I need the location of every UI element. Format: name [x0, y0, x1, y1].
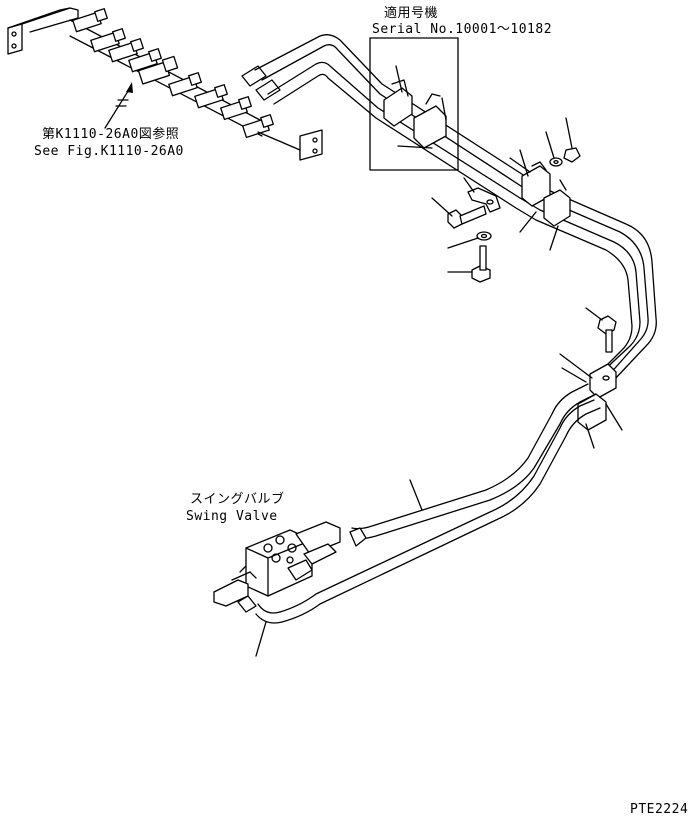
- fitting-4: [128, 48, 162, 73]
- fitting-2: [90, 28, 126, 53]
- serial-note-title: 適用号機: [384, 6, 439, 21]
- connector-block: [69, 8, 274, 139]
- fitting-5: [137, 55, 179, 85]
- fitting-9: [242, 114, 274, 139]
- swing-valve-label-en: Swing Valve: [186, 509, 278, 524]
- swing-valve-body: [213, 521, 341, 607]
- upper-bracket: [7, 7, 79, 55]
- swing-valve-label-jp: スイングバルブ: [190, 492, 285, 507]
- fitting-1: [72, 8, 108, 33]
- clamp-assembly-right: [509, 149, 571, 227]
- fitting-3: [108, 38, 144, 63]
- reference-note-jp: 第K1110-26A0図参照: [42, 127, 180, 142]
- lower-pipes: [237, 383, 601, 657]
- hardware-right: [431, 117, 617, 353]
- serial-frame: [369, 37, 459, 171]
- serial-note-range: Serial No.10001～10182: [372, 22, 553, 37]
- upper-pipes: [241, 34, 657, 395]
- figure-code: PTE2224: [630, 802, 689, 817]
- lower-bracket: [257, 129, 323, 161]
- fitting-8: [220, 96, 252, 121]
- fitting-6: [168, 72, 202, 97]
- reference-arrow: [104, 82, 133, 129]
- clamp-assembly-lower: [559, 353, 623, 449]
- reference-note-en: See Fig.K1110-26A0: [34, 144, 184, 159]
- fitting-7: [194, 84, 228, 109]
- clamp-assembly-frame: [383, 65, 447, 149]
